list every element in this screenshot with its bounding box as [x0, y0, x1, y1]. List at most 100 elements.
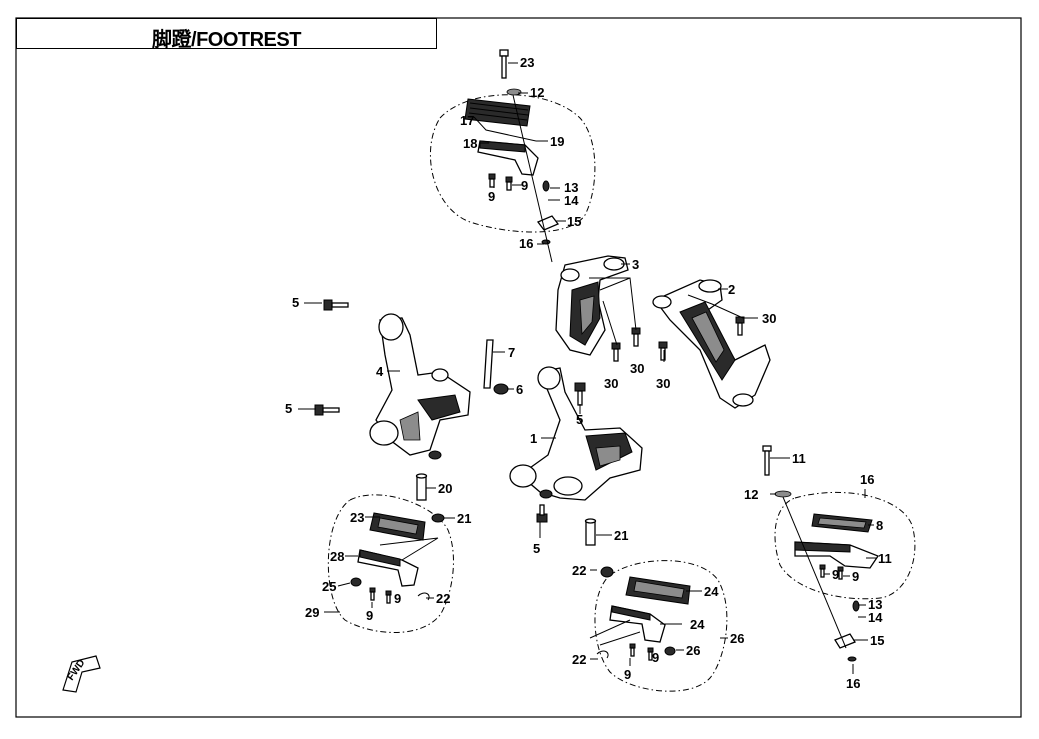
axis-line-right [782, 496, 847, 649]
spring-13-top [542, 180, 550, 192]
washer-12-top [506, 88, 522, 96]
washer-12-right [774, 490, 792, 498]
callout-16: 16 [846, 676, 860, 691]
callout-27: 26 [730, 631, 744, 646]
screws-9-far-right [819, 564, 844, 580]
footrest-peg-28 [357, 549, 419, 587]
bracket-4 [369, 313, 471, 460]
rod-7 [483, 339, 494, 389]
callout-9: 9 [652, 650, 659, 665]
bolts-5-left [314, 299, 349, 416]
callout-23: 22 [572, 652, 586, 667]
callout-30: 30 [604, 376, 618, 391]
page-title: 脚蹬/FOOTREST [152, 29, 301, 51]
callout-21: 21 [614, 528, 628, 543]
footrest-peg-19 [477, 140, 539, 176]
callout-18: 17 [460, 113, 474, 128]
screws-9-left [369, 587, 392, 604]
screws-9-top [488, 173, 513, 191]
callout-30: 30 [762, 311, 776, 326]
title-box: 脚蹬/FOOTREST [16, 18, 437, 51]
group-17-outline [774, 492, 916, 600]
group-29-outline [327, 494, 454, 633]
callout-22: 21 [457, 511, 471, 526]
leader-lines [298, 62, 876, 674]
footrest-rubber-24-right [625, 576, 691, 605]
callout-11: 23 [520, 55, 534, 70]
callout-22: 22 [572, 563, 586, 578]
callout-30: 30 [630, 361, 644, 376]
callout-13: 13 [868, 597, 882, 612]
callout-30: 30 [656, 376, 670, 391]
bolts-5-right [536, 382, 586, 523]
callout-24: 23 [350, 510, 364, 525]
callout-12: 12 [530, 85, 544, 100]
callout-7: 7 [508, 345, 515, 360]
drawing-border [15, 17, 1022, 718]
callout-1: 1 [530, 431, 537, 446]
callout-labels: 23 12 17 18 19 9 9 13 14 15 16 3 2 30 30… [285, 55, 892, 691]
callout-20: 19 [550, 134, 564, 149]
plate-15-top [536, 215, 560, 231]
group-27-outline [594, 560, 728, 692]
callout-8: 8 [876, 518, 883, 533]
callout-26: 25 [322, 579, 336, 594]
nut-6 [493, 383, 509, 395]
bolts-30 [611, 316, 745, 362]
callout-9: 9 [624, 667, 631, 682]
callout-23: 22 [436, 591, 450, 606]
callout-9: 9 [852, 569, 859, 584]
group-20-outline [429, 94, 596, 233]
callout-25: 24 [690, 617, 705, 632]
callout-29: 29 [305, 605, 319, 620]
callout-10: 11 [878, 551, 892, 566]
callout-9: 9 [394, 591, 401, 606]
callout-12: 12 [744, 487, 758, 502]
footrest-rubber-8 [811, 513, 873, 533]
footrest-peg-25 [609, 605, 666, 643]
callout-9: 9 [366, 608, 373, 623]
callout-26: 26 [686, 643, 700, 658]
bolt-11-right [762, 445, 772, 476]
callout-9: 9 [488, 189, 495, 204]
callout-2: 2 [728, 282, 735, 297]
clip-23-right [596, 650, 609, 659]
callout-17: 16 [860, 472, 874, 487]
callout-4: 4 [376, 364, 384, 379]
callout-9: 9 [521, 178, 528, 193]
callout-11: 11 [792, 451, 806, 466]
bracket-3 [555, 255, 629, 356]
screws-9-right [629, 643, 654, 661]
pin-16-right [847, 656, 857, 662]
spring-22-left [431, 513, 445, 523]
bolt-11-top [499, 49, 509, 79]
callout-19: 18 [463, 136, 477, 151]
footrest-peg-10 [794, 541, 879, 569]
bracket-2 [652, 279, 771, 409]
callout-3: 3 [632, 257, 639, 272]
plate-15-right [834, 633, 856, 649]
forward-direction-icon: FWD [62, 655, 101, 693]
callout-16: 16 [519, 236, 533, 251]
callout-9: 9 [832, 567, 839, 582]
pin-21-right [584, 518, 597, 546]
callout-5: 5 [533, 541, 540, 556]
callout-24: 24 [704, 584, 719, 599]
clip-23-left [417, 592, 430, 601]
spring-13-right [852, 600, 860, 612]
callout-5: 5 [576, 412, 583, 427]
callout-5: 5 [292, 295, 299, 310]
callout-14: 14 [564, 193, 579, 208]
callout-14: 14 [868, 610, 883, 625]
callout-15: 15 [567, 214, 581, 229]
callout-28: 28 [330, 549, 344, 564]
spring-22-right [600, 566, 614, 578]
callout-15: 15 [870, 633, 884, 648]
axis-line-top [512, 94, 553, 263]
nut-26-right [664, 646, 676, 656]
nut-26-left [350, 577, 362, 587]
bracket-1 [509, 366, 643, 501]
callout-5: 5 [285, 401, 292, 416]
